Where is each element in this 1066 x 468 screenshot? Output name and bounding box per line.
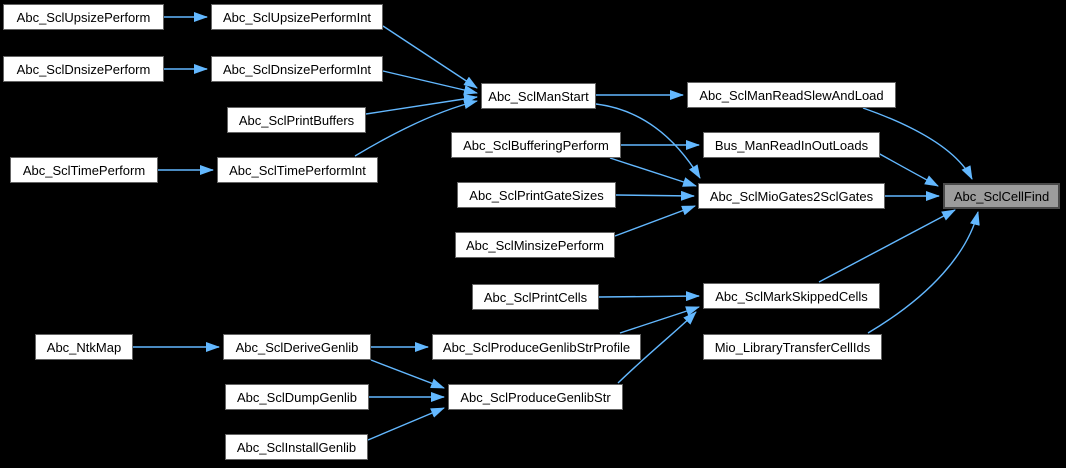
- edge-abc-scl-man-read-slew-and-load-to-abc-scl-cell-find: [862, 107, 973, 180]
- edge-abc-scl-minsize-perform-to-abc-scl-mio-gates-2-scl-gates: [614, 205, 696, 237]
- node-abc-scl-print-buffers[interactable]: Abc_SclPrintBuffers: [227, 107, 366, 133]
- edge-abc-scl-time-perform-int-to-abc-scl-man-start: [354, 99, 478, 157]
- edge-abc-scl-print-gate-sizes-to-abc-scl-mio-gates-2-scl-gates: [615, 190, 695, 201]
- node-abc-scl-buffering-perform[interactable]: Abc_SclBufferingPerform: [451, 132, 621, 158]
- node-abc-scl-minsize-perform[interactable]: Abc_SclMinsizePerform: [455, 232, 615, 258]
- node-abc-scl-upsize-perform-int[interactable]: Abc_SclUpsizePerformInt: [211, 4, 383, 30]
- edge-abc-scl-mark-skipped-cells-to-abc-scl-cell-find: [818, 209, 956, 283]
- node-abc-scl-derive-genlib[interactable]: Abc_SclDeriveGenlib: [223, 334, 371, 360]
- node-abc-scl-print-gate-sizes[interactable]: Abc_SclPrintGateSizes: [457, 182, 616, 208]
- node-abc-scl-install-genlib[interactable]: Abc_SclInstallGenlib: [225, 434, 368, 460]
- edge-abc-scl-derive-genlib-to-abc-scl-produce-genlib-str: [370, 359, 445, 389]
- node-abc-scl-man-start[interactable]: Abc_SclManStart: [481, 83, 596, 109]
- edge-abc-scl-print-buffers-to-abc-scl-man-start: [365, 94, 478, 115]
- node-abc-scl-print-cells[interactable]: Abc_SclPrintCells: [472, 284, 599, 310]
- node-abc-scl-time-perform[interactable]: Abc_SclTimePerform: [10, 157, 158, 183]
- node-abc-ntk-map[interactable]: Abc_NtkMap: [35, 334, 133, 360]
- edge-abc-scl-install-genlib-to-abc-scl-produce-genlib-str: [367, 407, 445, 441]
- edge-abc-scl-man-start-to-abc-scl-mio-gates-2-scl-gates: [595, 103, 701, 179]
- edge-abc-scl-buffering-perform-to-abc-scl-mio-gates-2-scl-gates: [609, 157, 697, 187]
- node-abc-scl-dump-genlib[interactable]: Abc_SclDumpGenlib: [225, 384, 369, 410]
- node-abc-scl-dnsize-perform[interactable]: Abc_SclDnsizePerform: [3, 56, 164, 82]
- node-abc-scl-produce-genlib-str-profile[interactable]: Abc_SclProduceGenlibStrProfile: [432, 334, 641, 360]
- node-abc-scl-mio-gates-2-scl-gates[interactable]: Abc_SclMioGates2SclGates: [698, 183, 885, 209]
- edge-abc-scl-produce-genlib-str-to-abc-scl-mark-skipped-cells: [617, 311, 697, 384]
- node-abc-scl-dnsize-perform-int[interactable]: Abc_SclDnsizePerformInt: [211, 56, 383, 82]
- edge-bus-man-read-in-out-loads-to-abc-scl-cell-find: [877, 152, 939, 187]
- node-abc-scl-time-perform-int[interactable]: Abc_SclTimePerformInt: [217, 157, 378, 183]
- edge-abc-scl-upsize-perform-int-to-abc-scl-man-start: [382, 25, 478, 89]
- node-abc-scl-mark-skipped-cells[interactable]: Abc_SclMarkSkippedCells: [703, 283, 880, 309]
- node-bus-man-read-in-out-loads[interactable]: Bus_ManReadInOutLoads: [703, 132, 880, 158]
- node-abc-scl-man-read-slew-and-load[interactable]: Abc_SclManReadSlewAndLoad: [687, 82, 896, 108]
- node-abc-scl-cell-find: Abc_SclCellFind: [943, 183, 1060, 209]
- node-abc-scl-produce-genlib-str[interactable]: Abc_SclProduceGenlibStr: [448, 384, 623, 410]
- edge-mio-library-transfer-cell-ids-to-abc-scl-cell-find: [867, 211, 980, 334]
- node-mio-library-transfer-cell-ids[interactable]: Mio_LibraryTransferCellIds: [703, 334, 882, 360]
- edge-abc-scl-print-cells-to-abc-scl-mark-skipped-cells: [598, 291, 700, 302]
- edge-abc-scl-dnsize-perform-int-to-abc-scl-man-start: [382, 70, 478, 95]
- node-abc-scl-upsize-perform[interactable]: Abc_SclUpsizePerform: [3, 4, 164, 30]
